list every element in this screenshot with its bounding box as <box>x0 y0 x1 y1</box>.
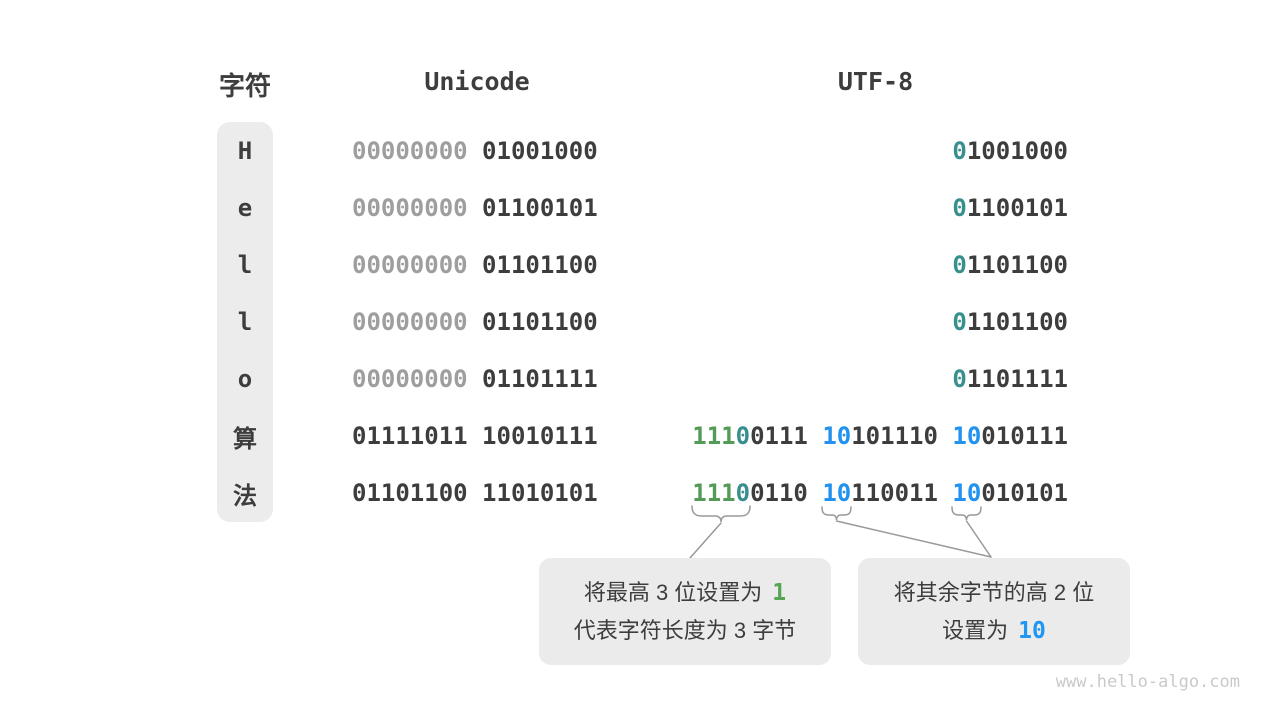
bit-segment: 0 <box>952 250 967 279</box>
connector-line-byte3 <box>965 520 992 558</box>
bit-segment: 00000000 <box>352 307 468 336</box>
bit-segment: 01101100 <box>482 250 598 279</box>
highlight-bit-1: 1 <box>772 579 787 606</box>
character-label: H <box>237 136 253 165</box>
bit-segment: 10 <box>952 479 982 508</box>
bit-segment: 111 <box>692 422 736 451</box>
bit-segment: 1100101 <box>966 193 1068 222</box>
utf8-value: 11100110 10110011 10010101 <box>683 465 1068 522</box>
unicode-value: 01101100 11010101 <box>352 465 612 522</box>
utf8-value: 01100101 <box>683 179 1068 236</box>
unicode-value: 00000000 01100101 <box>352 179 612 236</box>
unicode-value: 00000000 01101100 <box>352 293 612 350</box>
bit-segment <box>808 479 822 507</box>
character-cell: e <box>217 179 273 236</box>
bit-segment: 00000000 <box>352 250 468 279</box>
bit-segment: 0110 <box>750 479 808 508</box>
utf8-value: 01101111 <box>683 351 1068 408</box>
bit-segment <box>468 194 482 222</box>
character-label: 算 <box>233 424 257 453</box>
character-cell: o <box>217 351 273 408</box>
unicode-value: 00000000 01001000 <box>352 122 612 179</box>
highlight-bits-10: 10 <box>1018 617 1046 644</box>
bit-segment: 10 <box>822 422 852 451</box>
character-cell: l <box>217 293 273 350</box>
bit-segment: 0 <box>952 365 967 394</box>
bit-segment <box>938 479 952 507</box>
character-label: e <box>237 193 253 222</box>
bit-segment: 10010111 <box>482 422 598 451</box>
bit-segment: 01111011 <box>352 422 468 451</box>
utf8-value: 11100111 10101110 10010111 <box>683 408 1068 465</box>
connector-line-leading <box>689 522 722 559</box>
bit-segment: 01101111 <box>482 365 598 394</box>
bit-segment: 111 <box>692 479 736 508</box>
bit-segment <box>468 365 482 393</box>
unicode-value: 00000000 01101111 <box>352 351 612 408</box>
bit-segment <box>468 137 482 165</box>
connector-line-byte2 <box>835 520 992 558</box>
bit-segment: 1101111 <box>966 365 1068 394</box>
character-cell: 法 <box>217 465 273 522</box>
utf8-value: 01101100 <box>683 293 1068 350</box>
annotation-text: 将其余字节的高 2 位 <box>893 579 1095 605</box>
bit-segment: 0 <box>735 422 751 451</box>
bit-segment: 1101100 <box>966 250 1068 279</box>
bit-segment <box>468 479 482 507</box>
watermark: www.hello-algo.com <box>1055 672 1240 692</box>
character-cell: H <box>217 122 273 179</box>
bit-segment: 00000000 <box>352 365 468 394</box>
bit-segment: 10 <box>822 479 852 508</box>
annotation-text: 代表字符长度为 3 字节 <box>573 617 797 643</box>
bit-segment: 01101100 <box>352 479 468 508</box>
column-header-unicode: Unicode <box>424 67 530 96</box>
bit-segment: 00000000 <box>352 136 468 165</box>
bit-segment <box>468 422 482 450</box>
bit-segment: 101110 <box>851 422 938 451</box>
bit-segment: 0 <box>735 479 751 508</box>
character-label: l <box>237 307 253 336</box>
utf8-value: 01101100 <box>683 236 1068 293</box>
bit-segment: 110011 <box>851 479 938 508</box>
bit-segment: 0 <box>952 136 967 165</box>
bit-segment: 010101 <box>981 479 1068 508</box>
character-label: o <box>237 365 253 394</box>
character-label: 法 <box>233 481 257 510</box>
bit-segment <box>938 422 952 450</box>
unicode-value: 01111011 10010111 <box>352 408 612 465</box>
bit-segment: 0 <box>952 193 967 222</box>
bit-segment: 11010101 <box>482 479 598 508</box>
bit-segment: 01101100 <box>482 307 598 336</box>
character-label: l <box>237 250 253 279</box>
bit-segment: 010111 <box>981 422 1068 451</box>
bit-segment: 01100101 <box>482 193 598 222</box>
column-header-utf8: UTF-8 <box>837 67 914 96</box>
bit-segment: 01001000 <box>482 136 598 165</box>
utf8-value: 01001000 <box>683 122 1068 179</box>
bit-segment: 0 <box>952 307 967 336</box>
bit-segment: 1101100 <box>966 307 1068 336</box>
bit-segment: 1001000 <box>966 136 1068 165</box>
character-cell: l <box>217 236 273 293</box>
bit-segment: 10 <box>952 422 982 451</box>
bit-segment: 00000000 <box>352 193 468 222</box>
bit-segment <box>808 422 822 450</box>
character-cell: 算 <box>217 408 273 465</box>
column-header-character: 字符 <box>218 71 271 101</box>
unicode-value: 00000000 01101100 <box>352 236 612 293</box>
bit-segment <box>468 251 482 279</box>
bit-segment: 0111 <box>750 422 808 451</box>
bit-segment <box>468 308 482 336</box>
